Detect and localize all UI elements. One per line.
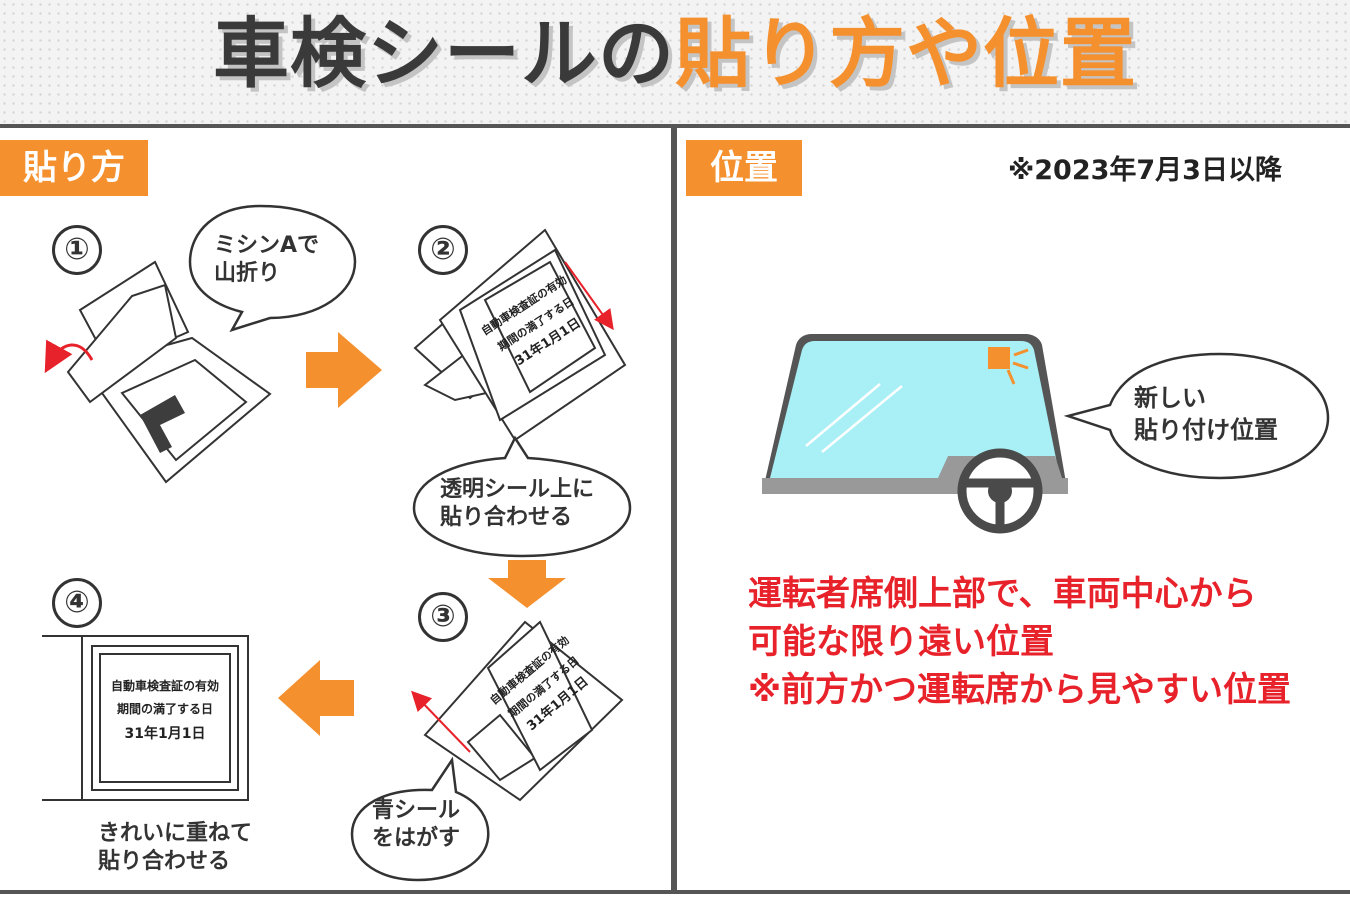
position-tag: 位置 xyxy=(686,140,802,196)
sticker-line-1: 自動車検査証の有効 xyxy=(111,678,219,693)
arrow-down-icon xyxy=(488,560,566,608)
peel-arrow-step3 xyxy=(411,690,471,753)
bubble-step3 xyxy=(350,756,490,882)
sticker-position-marker xyxy=(988,347,1010,369)
position-rule-line2: 可能な限り遠い位置 xyxy=(748,622,1054,662)
bubble-position-line2: 貼り付け位置 xyxy=(1134,416,1278,444)
step2-illustration xyxy=(413,228,627,442)
step4-caption-line1: きれいに重ねて xyxy=(98,821,253,846)
bubble-position-line1: 新しい xyxy=(1134,384,1206,412)
center-divider xyxy=(671,124,677,894)
windshield-icon xyxy=(762,334,1068,494)
sticker-number-one xyxy=(140,395,185,453)
bubble-step1 xyxy=(188,204,357,333)
step1-illustration xyxy=(66,260,272,484)
sticker-line-3: 31年1月1日 xyxy=(125,725,206,742)
step3-illustration xyxy=(423,620,624,802)
bubble-position xyxy=(1063,352,1330,480)
title-part-dark: 車検シールの xyxy=(213,9,675,98)
date-note: ※2023年7月3日以降 xyxy=(1008,155,1282,186)
step-number-2: ② xyxy=(418,225,468,275)
bubble-step1-text: ミシンAで 山折り xyxy=(214,232,319,288)
position-rule-line3: ※前方かつ運転席から見やすい位置 xyxy=(748,670,1292,710)
steering-wheel-icon xyxy=(957,448,1043,534)
step-number-4: ④ xyxy=(52,578,102,628)
position-rule-line1: 運転者席側上部で、車両中心から xyxy=(748,574,1257,614)
sticker-line-2: 期間の満了する日 xyxy=(117,701,213,716)
bubble-step2-line1: 透明シール上に xyxy=(440,477,595,502)
bubble-step1-line2: 山折り xyxy=(214,261,281,286)
page-title: 車検シールの貼り方や位置 xyxy=(0,4,1350,104)
step-number-3: ③ xyxy=(418,592,468,642)
bottom-divider xyxy=(0,890,1350,894)
step-number-1: ① xyxy=(52,225,102,275)
step4-illustration: 自動車検査証の有効 期間の満了する日 31年1月1日 xyxy=(42,635,249,801)
arrow-left-icon xyxy=(278,660,354,736)
title-part-accent: 貼り方や位置 xyxy=(675,9,1137,98)
bubble-step3-text: 青シール をはがす xyxy=(372,797,460,853)
header-band: 車検シールの貼り方や位置 xyxy=(0,0,1350,124)
arrow-right-icon xyxy=(306,332,382,408)
bubble-step2-line2: 貼り合わせる xyxy=(440,505,573,530)
bubble-step3-line2: をはがす xyxy=(372,826,461,851)
peel-arrow-step2 xyxy=(564,261,614,331)
howto-tag: 貼り方 xyxy=(0,140,148,196)
bubble-step2-text: 透明シール上に 貼り合わせる xyxy=(440,476,594,532)
step4-caption: きれいに重ねて 貼り合わせる xyxy=(98,820,252,876)
fold-arrow-icon xyxy=(44,339,94,374)
step4-caption-line2: 貼り合わせる xyxy=(98,849,231,874)
bubble-step3-line1: 青シール xyxy=(372,798,461,823)
bubble-step1-line1: ミシンAで xyxy=(214,233,320,258)
bubble-step2 xyxy=(412,435,632,558)
bubble-position-text: 新しい 貼り付け位置 xyxy=(1134,382,1278,446)
